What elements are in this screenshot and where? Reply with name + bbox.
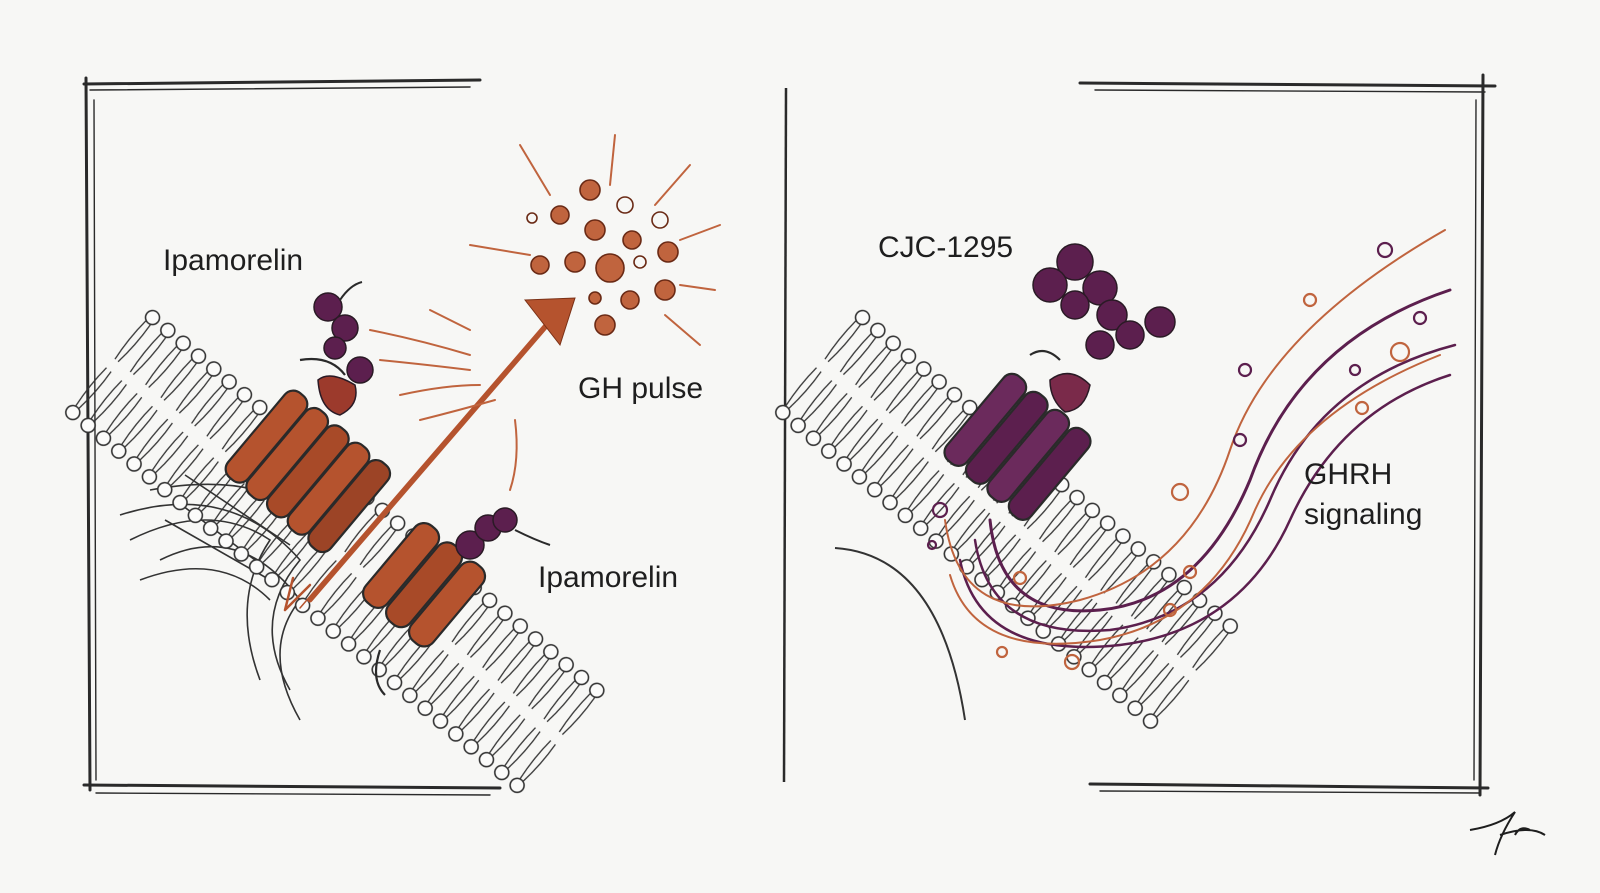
cjc-1295-peptide bbox=[1032, 243, 1176, 413]
receptor-upper bbox=[224, 357, 392, 554]
ghrh-signal-waves bbox=[944, 229, 1457, 649]
panel-divider bbox=[782, 87, 788, 783]
ipamorelin-label-bottom: Ipamorelin bbox=[538, 561, 678, 594]
ipamorelin-peptide-lower bbox=[455, 507, 551, 560]
cell-outline bbox=[834, 547, 966, 721]
pulse-rays bbox=[369, 134, 721, 491]
ghrh-receptor bbox=[943, 349, 1092, 521]
right-membrane bbox=[770, 305, 1244, 734]
signaling-label: signaling bbox=[1304, 498, 1422, 531]
ipamorelin-peptide-upper bbox=[313, 281, 374, 416]
gh-particles bbox=[526, 179, 679, 336]
cjc-1295-label: CJC-1295 bbox=[878, 231, 1013, 264]
ghrh-label: GHRH bbox=[1304, 458, 1392, 491]
signal-particles bbox=[926, 241, 1428, 671]
gh-pulse-arrow bbox=[283, 297, 576, 612]
right-panel-frame bbox=[1078, 73, 1497, 797]
gh-pulse-label: GH pulse bbox=[578, 372, 703, 405]
left-membrane bbox=[60, 305, 610, 798]
ipamorelin-label-top: Ipamorelin bbox=[163, 244, 303, 277]
signature bbox=[1469, 811, 1546, 856]
